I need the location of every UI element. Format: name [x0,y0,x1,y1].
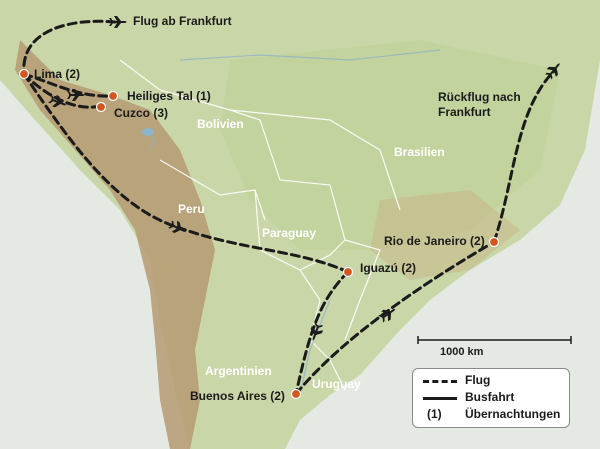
legend-nights-symbol: (1) [427,407,442,421]
city-label-iguazu: Iguazú (2) [360,261,416,275]
country-label-brasilien: Brasilien [394,145,445,159]
country-label-uruguay: Uruguay [312,377,361,391]
legend-nights: (1) Übernachtungen [413,407,569,423]
legend-flight-label: Flug [465,373,491,387]
country-label-paraguay: Paraguay [262,226,317,240]
airplane-icons [48,16,560,341]
route-rio-frankfurt [492,68,557,244]
airplane-icon [168,220,187,234]
flight-out-label-line1: Rückflug nach [438,90,521,104]
city-label-rio: Rio de Janeiro (2) [384,234,485,248]
city-marker-iguazu [342,266,354,278]
city-marker-buenos-aires [290,388,302,400]
city-marker-heiliges-tal [107,90,119,102]
country-label-argentinien: Argentinien [205,364,272,378]
legend-nights-label: Übernachtungen [465,407,561,421]
country-label-bolivien: Bolivien [197,117,244,131]
flight-in-label: Flug ab Frankfurt [133,14,232,28]
airplane-icon [67,89,85,101]
country-label-peru: Peru [178,202,205,216]
city-markers [18,68,500,400]
legend-bus-label: Busfahrt [465,390,515,404]
airplane-icon [310,322,324,341]
route-buenos-aires-rio [294,240,496,396]
route-frankfurt-lima [22,19,117,76]
city-marker-cuzco [95,101,107,113]
legend-flight: Flug [413,373,569,389]
city-label-cuzco: Cuzco (3) [114,106,168,120]
airplane-icon [109,16,127,28]
route-lima-heiliges-tal [22,72,115,98]
city-label-lima: Lima (2) [34,67,81,81]
legend-bus: Busfahrt [413,390,569,406]
city-label-buenos-aires: Buenos Aires (2) [190,389,285,403]
city-marker-rio [488,236,500,248]
lake-titicaca [142,128,154,136]
airplane-icon [378,308,396,323]
scale-bar [417,336,572,344]
flight-out-label-line2: Frankfurt [438,105,491,119]
country-borders [119,59,401,391]
route-iguazu-buenos-aires [294,270,350,396]
solid-line-icon [423,397,457,400]
city-marker-lima [18,68,30,80]
dashed-line-icon [423,380,457,383]
airplane-icon [545,63,560,80]
andes-mountains [15,40,215,449]
highlands [370,190,520,280]
route-lima-cuzco [22,72,102,109]
scale-label: 1000 km [440,346,484,358]
legend: Flug Busfahrt (1) Übernachtungen [412,368,570,428]
city-label-heiliges-tal: Heiliges Tal (1) [127,89,211,103]
airplane-icon [48,94,67,108]
